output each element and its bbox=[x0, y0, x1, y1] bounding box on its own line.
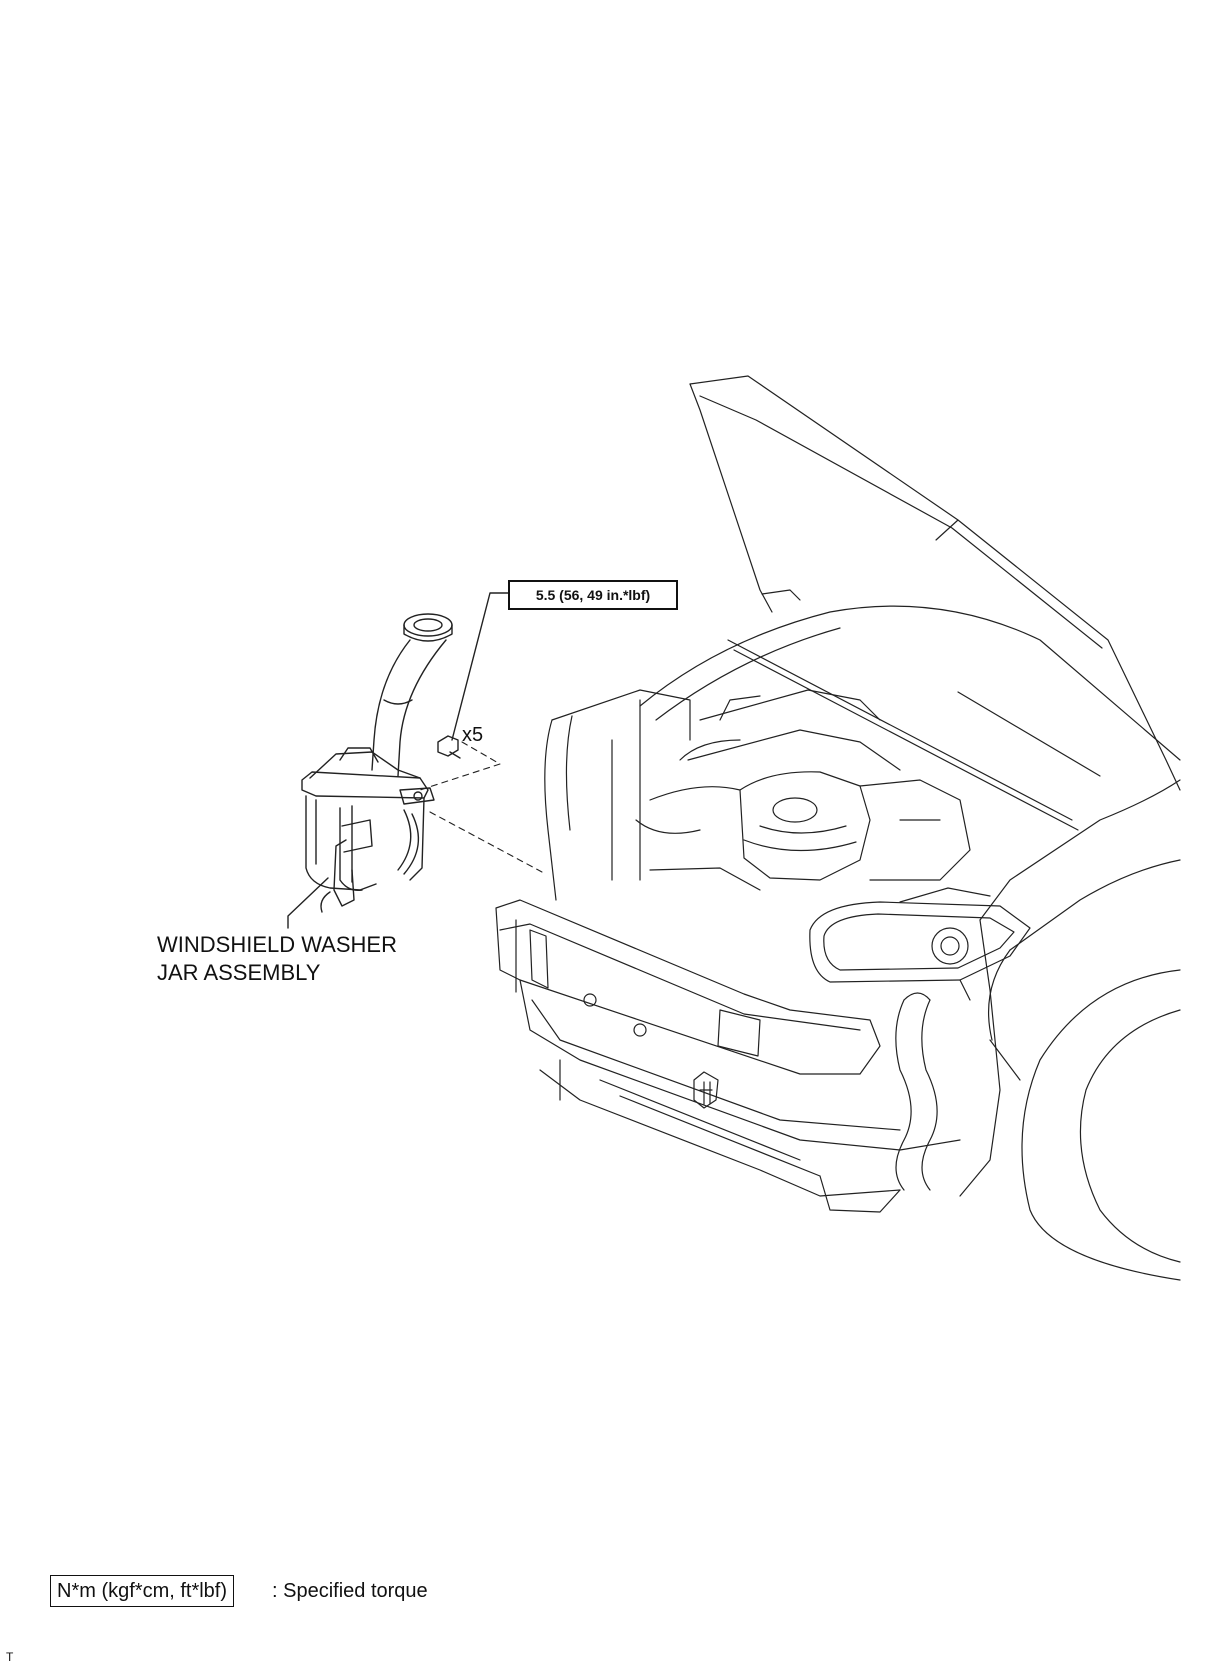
torque-callout: 5.5 (56, 49 in.*lbf) bbox=[508, 580, 678, 610]
part-label-line2: JAR ASSEMBLY bbox=[157, 960, 321, 985]
legend-unit-box: N*m (kgf*cm, ft*lbf) bbox=[50, 1575, 235, 1607]
bolt-icon bbox=[437, 735, 461, 759]
torque-leader-line bbox=[451, 592, 509, 741]
washer-jar-drawing bbox=[301, 613, 453, 913]
corner-mark: T bbox=[6, 1650, 14, 1664]
part-leader-line bbox=[287, 877, 329, 929]
part-label-line1: WINDSHIELD WASHER bbox=[157, 932, 397, 957]
bolt-quantity-label: x5 bbox=[462, 724, 484, 746]
vehicle-front-end-drawing bbox=[495, 375, 1181, 1281]
legend-description: : Specified torque bbox=[272, 1580, 428, 1602]
assembly-guide-lines bbox=[419, 741, 543, 873]
